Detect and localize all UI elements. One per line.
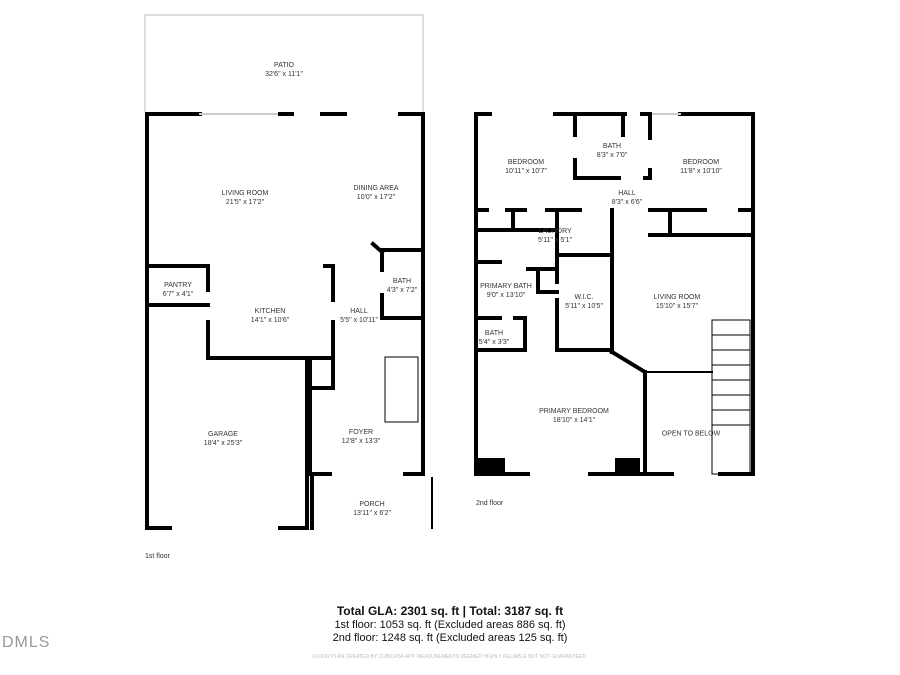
room-dimensions: 10'0" x 17'2"	[356, 194, 396, 201]
room-dimensions: 8'3" x 7'0"	[596, 152, 628, 159]
room-label: W.I.C. 5'11" x 10'5"	[565, 293, 603, 311]
room-dimensions: 9'0" x 13'10"	[486, 292, 526, 299]
room-name: BEDROOM	[682, 159, 720, 166]
room-label: PORCH 13'11" x 6'2"	[353, 500, 391, 518]
room-label: GARAGE 18'4" x 25'3"	[204, 430, 242, 448]
room-name: OPEN TO BELOW	[661, 430, 721, 438]
room-dimensions: 5'5" x 10'11"	[340, 317, 378, 324]
room-name: DINING AREA	[353, 185, 399, 192]
room-name: PORCH	[359, 501, 385, 508]
room-name: LIVING ROOM	[653, 294, 701, 301]
room-name: FOYER	[348, 429, 374, 436]
room-name: BEDROOM	[507, 159, 545, 166]
room-dimensions: 8'3" x 6'6"	[611, 199, 643, 206]
room-name: PRIMARY BATH	[480, 283, 532, 290]
room-label: LIVING ROOM 15'10" x 15'7"	[654, 293, 701, 311]
room-name: BATH	[602, 143, 622, 150]
room-label: PATIO 32'6" x 11'1"	[265, 61, 303, 79]
room-label: FOYER 12'8" x 13'3"	[342, 428, 380, 446]
room-name: BATH	[484, 330, 504, 337]
room-dimensions: 5'11" x 5'1"	[538, 237, 572, 244]
room-dimensions: 32'6" x 11'1"	[265, 71, 303, 78]
room-name: PRIMARY BEDROOM	[539, 408, 609, 415]
room-dimensions: 13'11" x 6'2"	[353, 510, 391, 517]
room-name: LIVING ROOM	[221, 190, 269, 197]
second-floor-columns	[478, 458, 640, 474]
room-dimensions: 5'4" x 3'3"	[478, 339, 510, 346]
room-label: HALL 5'5" x 10'11"	[340, 307, 378, 325]
room-name: KITCHEN	[254, 308, 286, 315]
room-dimensions: 14'1" x 10'6"	[250, 317, 290, 324]
room-label: LAUNDRY 5'11" x 5'1"	[538, 227, 572, 245]
room-name: W.I.C.	[574, 294, 594, 301]
room-label: KITCHEN 14'1" x 10'6"	[251, 307, 289, 325]
room-name: GARAGE	[208, 431, 238, 438]
room-name: BATH	[392, 278, 412, 285]
watermark-logo: DMLS	[2, 634, 51, 651]
room-label: DINING AREA 10'0" x 17'2"	[353, 184, 398, 202]
room-label: OPEN TO BELOW	[662, 430, 720, 439]
second-floor-area: 2nd floor: 1248 sq. ft (Excluded areas 1…	[332, 632, 568, 644]
room-dimensions: 6'7" x 4'1"	[162, 291, 194, 298]
room-name: HALL	[350, 308, 368, 315]
room-dimensions: 18'10" x 14'1"	[552, 417, 596, 424]
room-dimensions: 18'4" x 25'3"	[203, 440, 243, 447]
room-name: LAUNDRY	[538, 228, 572, 235]
room-label: PRIMARY BEDROOM 18'10" x 14'1"	[539, 407, 609, 425]
room-dimensions: 10'11" x 10'7"	[505, 168, 547, 175]
room-label: PRIMARY BATH 9'0" x 13'10"	[480, 282, 532, 300]
room-label: BATH 4'3" x 7'2"	[387, 277, 418, 295]
total-gla: Total GLA: 2301 sq. ft | Total: 3187 sq.…	[336, 604, 564, 618]
room-dimensions: 5'11" x 10'5"	[565, 303, 603, 310]
room-dimensions: 11'8" x 10'10"	[680, 168, 722, 175]
room-label: BEDROOM 10'11" x 10'7"	[505, 158, 547, 176]
room-label: BATH 8'3" x 7'0"	[597, 142, 628, 160]
first-floor-stairs	[384, 356, 419, 423]
room-label: BEDROOM 11'8" x 10'10"	[680, 158, 722, 176]
room-label: PANTRY 6'7" x 4'1"	[163, 281, 194, 299]
floor-label-2nd: 2nd floor	[476, 500, 504, 507]
room-label: HALL 8'3" x 6'6"	[612, 189, 643, 207]
room-name: PANTRY	[164, 282, 192, 289]
room-label: BATH 5'4" x 3'3"	[479, 329, 510, 347]
room-name: PATIO	[274, 62, 294, 69]
room-dimensions: 21'5" x 17'2"	[225, 199, 265, 206]
room-label: LIVING ROOM 21'5" x 17'2"	[222, 189, 269, 207]
room-dimensions: 12'8" x 13'3"	[341, 438, 381, 445]
floor-label-1st: 1st floor	[145, 553, 170, 560]
first-floor-walls	[145, 112, 433, 530]
room-name: HALL	[618, 190, 636, 197]
first-floor-area: 1st floor: 1053 sq. ft (Excluded areas 8…	[334, 619, 566, 631]
second-floor-walls	[474, 112, 755, 476]
patio-outline	[144, 14, 424, 112]
second-floor-stairs	[711, 319, 751, 475]
room-dimensions: 4'3" x 7'2"	[386, 287, 418, 294]
room-dimensions: 15'10" x 15'7"	[655, 303, 699, 310]
disclaimer: FLOOR PLAN CREATED BY CUBICASA APP. MEAS…	[312, 654, 588, 660]
